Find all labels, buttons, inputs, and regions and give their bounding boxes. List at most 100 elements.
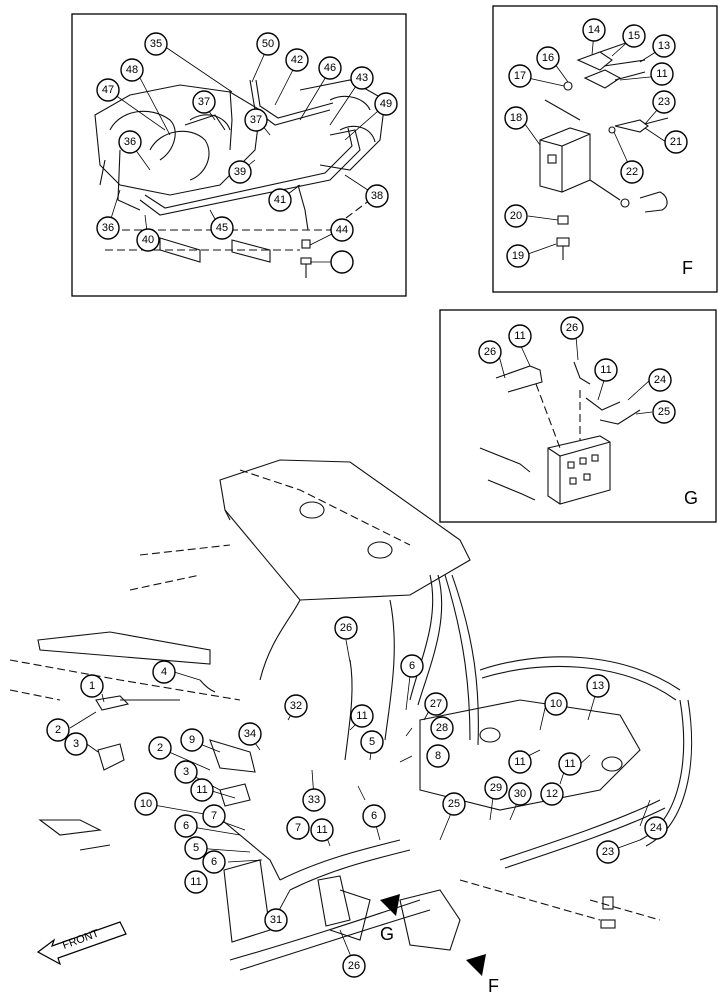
callout: 1 [80,674,104,698]
svg-text:34: 34 [244,728,256,740]
svg-text:27: 27 [430,698,442,710]
callout: 28 [430,716,454,740]
svg-text:37: 37 [250,114,262,126]
svg-text:42: 42 [291,54,303,66]
callout: 24 [648,368,672,392]
callout: 7 [286,816,310,840]
svg-text:33: 33 [308,794,320,806]
callout: 37 [192,90,216,114]
svg-text:11: 11 [316,824,327,836]
svg-text:11: 11 [656,68,667,80]
callout: 32 [284,694,308,718]
svg-text:2: 2 [55,724,61,736]
svg-text:5: 5 [193,842,199,854]
callout: 25 [442,792,466,816]
inset-g-callouts: 11 26 26 11 24 25 [478,316,676,424]
svg-text:38: 38 [371,190,383,202]
callout: 10 [134,792,158,816]
view-arrow-f: F [466,954,499,996]
callout: 11 [350,704,374,728]
callout: 11 [184,870,208,894]
callout: 11 [310,818,334,842]
callout: 39 [228,160,252,184]
callout: 5 [184,836,208,860]
svg-text:12: 12 [546,788,558,800]
inset-g-letter: G [684,488,698,508]
callout: 33 [302,788,326,812]
svg-text:20: 20 [510,210,522,222]
svg-text:22: 22 [626,166,638,178]
svg-text:6: 6 [183,820,189,832]
callout: 48 [120,58,144,82]
callout: 26 [342,954,366,978]
svg-text:24: 24 [654,374,666,386]
svg-text:13: 13 [658,40,670,52]
svg-text:8: 8 [435,750,441,762]
main-view: FRONT G F [9,459,693,996]
callout: 16 [536,46,560,70]
callout: 2 [46,718,70,742]
block-g-drawing [479,361,641,505]
svg-text:31: 31 [270,914,282,926]
svg-text:4: 4 [161,666,167,678]
callout: 26 [560,316,584,340]
top-left-callouts: 35 50 42 46 43 49 48 47 37 37 36 36 39 4… [96,32,398,274]
svg-text:47: 47 [102,84,114,96]
view-arrow-g-label: G [380,924,394,944]
svg-text:23: 23 [602,846,614,858]
callout: 13 [586,674,610,698]
callout: 11 [508,750,532,774]
callout: 31 [264,908,288,932]
svg-text:26: 26 [566,322,578,334]
svg-text:6: 6 [371,810,377,822]
front-arrow: FRONT [36,921,127,966]
svg-text:25: 25 [448,798,460,810]
callout: 26 [334,616,358,640]
callout: 3 [64,732,88,756]
callout: 24 [644,816,668,840]
callout: 6 [174,814,198,838]
svg-text:13: 13 [592,680,604,692]
callout: 23 [596,840,620,864]
svg-text:11: 11 [514,756,525,768]
callout: 50 [256,32,280,56]
inset-g-leaders [497,335,653,415]
svg-text:37: 37 [198,96,210,108]
callout: 19 [506,244,530,268]
svg-text:24: 24 [650,822,662,834]
svg-text:2: 2 [157,742,163,754]
svg-text:30: 30 [514,788,526,800]
svg-text:10: 10 [140,798,152,810]
main-callouts: 26 4 1 2 3 6 27 28 32 11 8 5 10 13 34 9 … [46,616,668,978]
callout: 41 [268,188,292,212]
callout: 36 [118,130,142,154]
svg-text:36: 36 [102,222,114,234]
callout: 13 [652,34,676,58]
callout: 44 [330,218,354,242]
svg-text:28: 28 [436,722,448,734]
inset-g-frame [439,309,717,523]
svg-text:39: 39 [234,166,246,178]
inset-f: 14 15 13 16 17 11 18 23 21 22 20 19 F [492,5,718,293]
svg-text:6: 6 [211,856,217,868]
callout: 47 [96,78,120,102]
callout: 38 [365,184,389,208]
svg-text:41: 41 [274,194,286,206]
callout: 43 [350,66,374,90]
svg-text:40: 40 [142,234,154,246]
callout: 5 [360,730,384,754]
svg-text:46: 46 [324,62,336,74]
callout: 6 [400,654,424,678]
svg-text:15: 15 [628,30,640,42]
block-f-drawing [539,37,669,260]
svg-text:23: 23 [658,96,670,108]
inset-top-left: 35 50 42 46 43 49 48 47 37 37 36 36 39 4… [71,13,407,297]
svg-text:11: 11 [600,364,611,376]
svg-text:25: 25 [658,406,670,418]
svg-text:26: 26 [348,960,360,972]
svg-text:17: 17 [514,70,526,82]
svg-text:11: 11 [564,758,575,770]
callout: 12 [540,782,564,806]
callout: 11 [594,358,618,382]
svg-text:11: 11 [190,876,201,888]
